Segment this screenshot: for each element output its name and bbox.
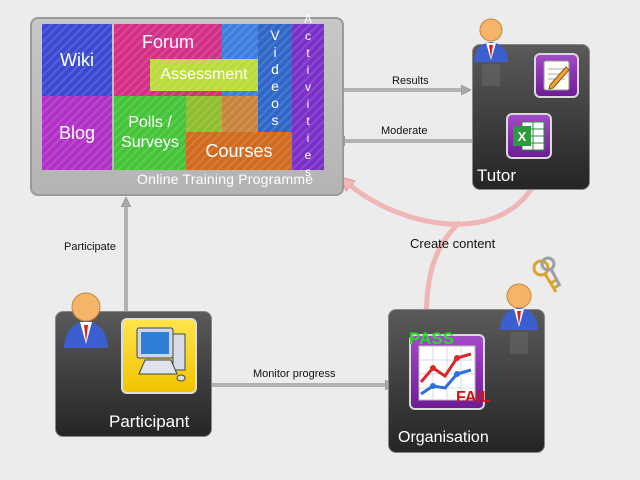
tile-wiki[interactable]: Wiki [42,24,112,96]
tile-courses-label: Courses [205,140,273,161]
moderate-label: Moderate [381,125,428,137]
tile-courses[interactable]: Courses [186,132,292,170]
tile-wiki-label: Wiki [60,49,94,70]
tutor-label: Tutor [477,166,517,185]
tile-polls[interactable]: Polls / Surveys [114,96,186,170]
tile-videos-label: Videos [267,27,283,129]
tile-polls-top [186,96,222,132]
tile-blog-label: Blog [58,122,96,143]
tile-blog[interactable]: Blog [42,96,112,170]
tile-activities-label: Activities [301,12,315,182]
programme-caption: Online Training Programme [137,171,314,187]
online-training-programme[interactable]: Wiki Forum Assessment Videos Activities … [30,12,344,196]
tile-courses-top [222,96,258,132]
tile-assessment[interactable]: Assessment [150,59,258,91]
spreadsheet-icon: X [506,113,552,159]
monitor-progress-label: Monitor progress [253,368,336,380]
tile-polls-label: Polls / Surveys [121,114,179,151]
computer-icon [121,318,197,394]
fail-label: FAIL [456,389,491,406]
create-content-label: Create content [410,236,496,251]
participant-label: Participant [109,412,190,431]
create-content-arrow [345,171,543,227]
tile-forum-label: Forum [141,32,194,52]
svg-text:X: X [518,129,527,144]
results-label: Results [392,75,429,87]
pass-label: PASS [409,329,455,348]
tile-videos-strip: Videos [258,24,292,132]
participate-label: Participate [64,241,116,253]
tile-assessment-label: Assessment [160,66,248,83]
pencil-notepad-icon [534,53,579,98]
organisation-label: Organisation [398,429,489,446]
tile-activities[interactable]: Activities [292,12,324,182]
report-chart-icon [409,334,485,410]
